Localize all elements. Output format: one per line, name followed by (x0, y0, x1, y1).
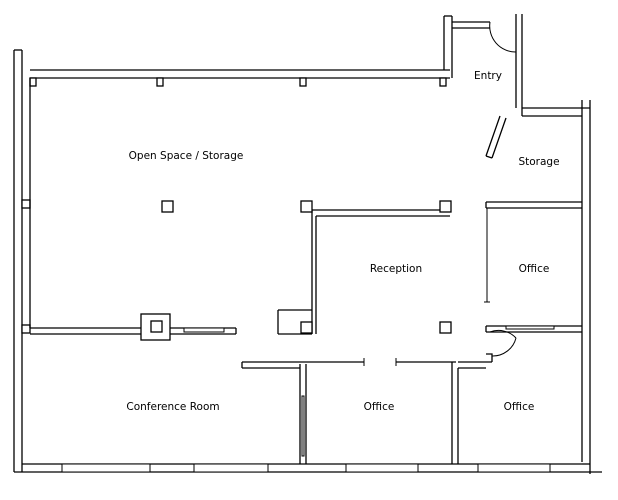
room-label-office-south-center: Office (364, 401, 395, 413)
door-openings (363, 358, 397, 366)
room-label-office-south-east: Office (504, 401, 535, 413)
room-label-open-space-storage: Open Space / Storage (129, 150, 244, 162)
interior-walls (29, 78, 582, 464)
room-labels: Entry Open Space / Storage Storage Recep… (126, 70, 559, 413)
room-label-storage: Storage (518, 156, 559, 168)
columns (140, 200, 452, 341)
windows (61, 325, 555, 473)
door-swings (489, 20, 517, 357)
room-label-entry: Entry (474, 70, 502, 82)
room-label-reception: Reception (370, 263, 422, 275)
wall-pilasters (21, 77, 447, 334)
room-label-office-east: Office (519, 263, 550, 275)
room-label-conference-room: Conference Room (126, 401, 219, 413)
